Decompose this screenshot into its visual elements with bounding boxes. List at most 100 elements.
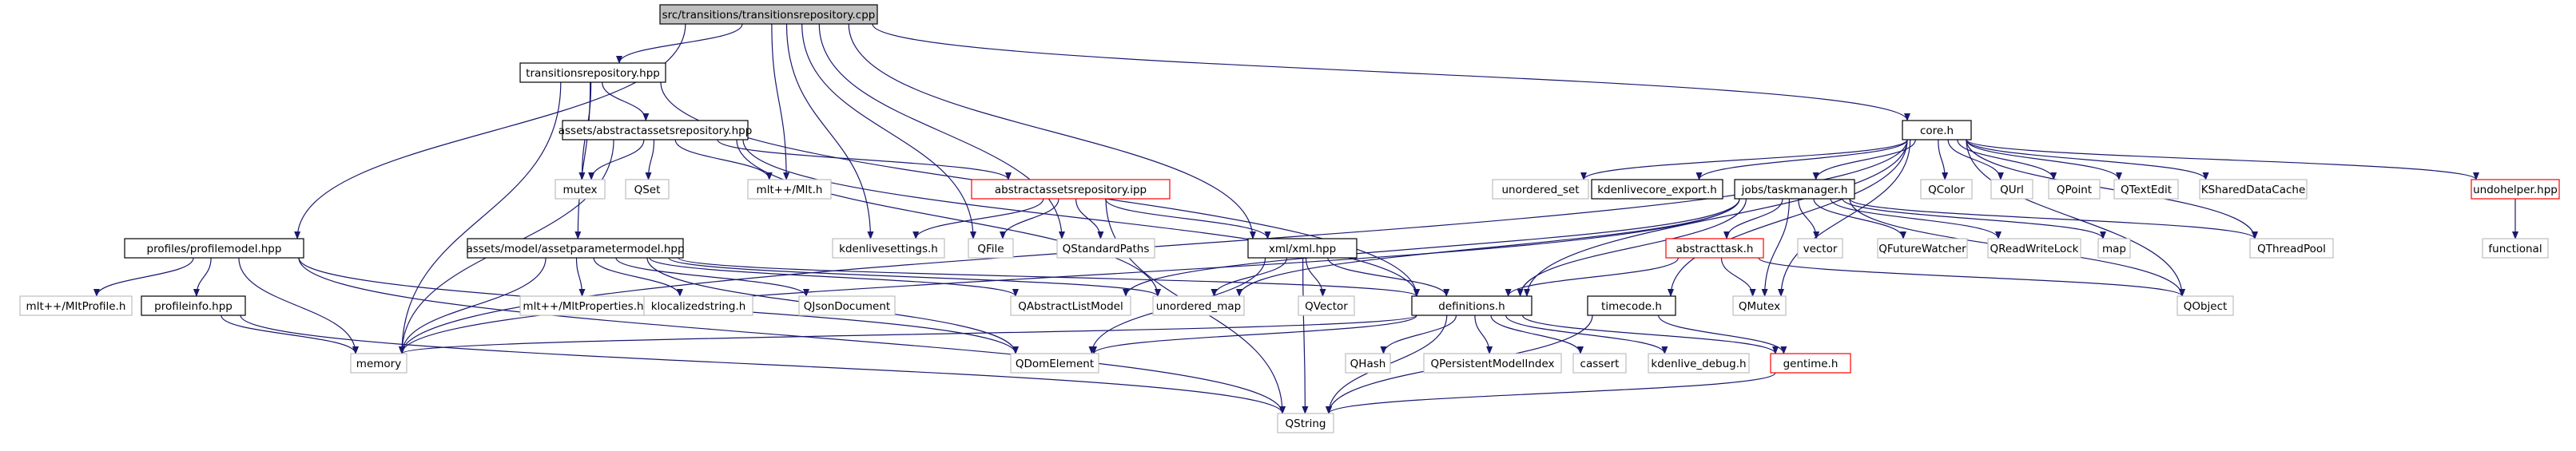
node-label: QVector bbox=[1305, 300, 1348, 313]
node-box bbox=[1423, 353, 1562, 374]
edge-at-to-def bbox=[1505, 257, 1679, 297]
node-label: QObject bbox=[2184, 300, 2228, 313]
edge-pm-to-mltprof bbox=[93, 257, 194, 297]
node-box bbox=[659, 4, 878, 25]
node-qcolor: QColor bbox=[1920, 179, 1973, 200]
edge-pinfo-to-qstring bbox=[240, 315, 1286, 414]
edge-tc-to-gt bbox=[1658, 315, 1787, 354]
node-label: map bbox=[2102, 243, 2126, 255]
node-mltprop: mlt++/MltProperties.h bbox=[519, 295, 647, 316]
edge-apm-to-qjson bbox=[615, 257, 809, 297]
node-pinfo[interactable]: profileinfo.hpp bbox=[141, 295, 246, 316]
edge-apm-to-umap bbox=[668, 257, 1161, 297]
edge-tm-to-qalm bbox=[1123, 198, 1740, 297]
node-box bbox=[1152, 295, 1245, 316]
node-root[interactable]: src/transitions/transitionsrepository.cp… bbox=[659, 4, 878, 25]
node-label: abstracttask.h bbox=[1676, 243, 1754, 255]
node-label: xml/xml.hpp bbox=[1269, 243, 1336, 255]
edge-def-to-qdom bbox=[1091, 315, 1417, 354]
edge-tm-to-qrwl bbox=[1830, 198, 2002, 239]
node-apm[interactable]: assets/model/assetparametermodel.hpp bbox=[466, 238, 685, 259]
edge-pinfo-to-memory bbox=[221, 315, 359, 354]
node-box bbox=[519, 62, 666, 83]
edge-def-to-cassert bbox=[1490, 315, 1584, 354]
node-label: QUrl bbox=[2000, 184, 2024, 196]
node-kloc: klocalizedstring.h bbox=[643, 295, 753, 316]
node-label: QHash bbox=[1350, 358, 1386, 370]
edge-aarepo-to-mltmlt bbox=[674, 139, 773, 180]
node-label: kdenlivesettings.h bbox=[839, 243, 938, 255]
node-box bbox=[1665, 238, 1764, 259]
node-xml[interactable]: xml/xml.hpp bbox=[1247, 238, 1358, 259]
node-core[interactable]: core.h bbox=[1902, 120, 1972, 140]
edge-gt-to-qstring bbox=[1326, 372, 1776, 414]
node-at[interactable]: abstracttask.h bbox=[1665, 238, 1764, 259]
node-qstring: QString bbox=[1277, 413, 1334, 433]
edge-root-to-mltmlt bbox=[771, 23, 790, 180]
edge-core-to-qcolor bbox=[1938, 139, 1949, 180]
node-undo[interactable]: undohelper.hpp bbox=[2471, 179, 2560, 200]
node-qpoint: QPoint bbox=[2048, 179, 2101, 200]
node-box bbox=[2113, 179, 2179, 200]
node-cassert: cassert bbox=[1572, 353, 1627, 374]
edge-apm-to-qalm bbox=[649, 257, 1019, 297]
node-kset: kdenlivesettings.h bbox=[832, 238, 945, 259]
node-qpmi: QPersistentModelIndex bbox=[1423, 353, 1562, 374]
node-def[interactable]: definitions.h bbox=[1411, 295, 1532, 316]
node-tm[interactable]: jobs/taskmanager.h bbox=[1734, 179, 1855, 200]
node-map: map bbox=[2097, 238, 2131, 259]
node-label: QAbstractListModel bbox=[1018, 300, 1123, 313]
node-label: transitionsrepository.hpp bbox=[526, 67, 660, 80]
node-qdom: QDomElement bbox=[1010, 353, 1099, 374]
node-qvector: QVector bbox=[1298, 295, 1355, 316]
edge-tm-to-map bbox=[1842, 198, 2106, 239]
edge-root-to-kset bbox=[785, 23, 874, 239]
node-qmutex: QMutex bbox=[1732, 295, 1787, 316]
node-aarepo[interactable]: assets/abstractassetsrepository.hpp bbox=[559, 120, 753, 140]
node-box bbox=[2097, 238, 2131, 259]
node-kshared: KSharedDataCache bbox=[2199, 179, 2308, 200]
node-qsp: QStandardPaths bbox=[1056, 238, 1155, 259]
edge-def-to-kdbg bbox=[1505, 315, 1668, 354]
node-label: QString bbox=[1286, 417, 1326, 430]
node-label: assets/model/assetparametermodel.hpp bbox=[466, 243, 684, 255]
node-box bbox=[467, 238, 684, 259]
node-label: undohelper.hpp bbox=[2473, 184, 2558, 196]
node-gt[interactable]: gentime.h bbox=[1770, 353, 1851, 374]
edge-pm-to-memory bbox=[238, 257, 359, 354]
edge-layer bbox=[93, 23, 2518, 414]
node-qhash: QHash bbox=[1345, 353, 1391, 374]
node-kdbg: kdenlive_debug.h bbox=[1648, 353, 1750, 374]
node-tc[interactable]: timecode.h bbox=[1587, 295, 1676, 316]
edge-root-to-qsp bbox=[818, 23, 1065, 239]
node-label: QColor bbox=[1928, 184, 1965, 196]
node-box bbox=[1732, 295, 1787, 316]
node-box bbox=[1277, 413, 1334, 433]
edge-trhpp-to-apm bbox=[574, 81, 591, 239]
node-box bbox=[1010, 353, 1099, 374]
edge-tm-to-qfw bbox=[1813, 198, 1906, 239]
node-qset: QSet bbox=[625, 179, 670, 200]
node-box bbox=[625, 179, 670, 200]
node-aaipp[interactable]: abstractassetsrepository.ipp bbox=[971, 179, 1171, 200]
node-label: QPoint bbox=[2057, 184, 2092, 196]
edge-at-to-qobject bbox=[1758, 257, 2185, 297]
node-box bbox=[643, 295, 753, 316]
node-kexp[interactable]: kdenlivecore_export.h bbox=[1591, 179, 1723, 200]
node-qtedit: QTextEdit bbox=[2113, 179, 2179, 200]
node-qalm: QAbstractListModel bbox=[1010, 295, 1131, 316]
node-box bbox=[971, 179, 1171, 200]
edge-tm-to-qmutex bbox=[1761, 198, 1790, 297]
node-label: src/transitions/transitionsrepository.cp… bbox=[662, 9, 876, 22]
edge-core-to-tm bbox=[1812, 139, 1916, 180]
edge-def-to-qpmi bbox=[1474, 315, 1493, 354]
node-label: QThreadPool bbox=[2257, 243, 2326, 255]
node-trhpp[interactable]: transitionsrepository.hpp bbox=[519, 62, 666, 83]
edge-trhpp-to-memory bbox=[399, 81, 562, 354]
node-qurl: QUrl bbox=[1990, 179, 2033, 200]
node-label: mlt++/Mlt.h bbox=[757, 184, 823, 196]
node-label: QJsonDocument bbox=[804, 300, 890, 313]
node-pm[interactable]: profiles/profilemodel.hpp bbox=[124, 238, 304, 259]
node-box bbox=[1572, 353, 1627, 374]
